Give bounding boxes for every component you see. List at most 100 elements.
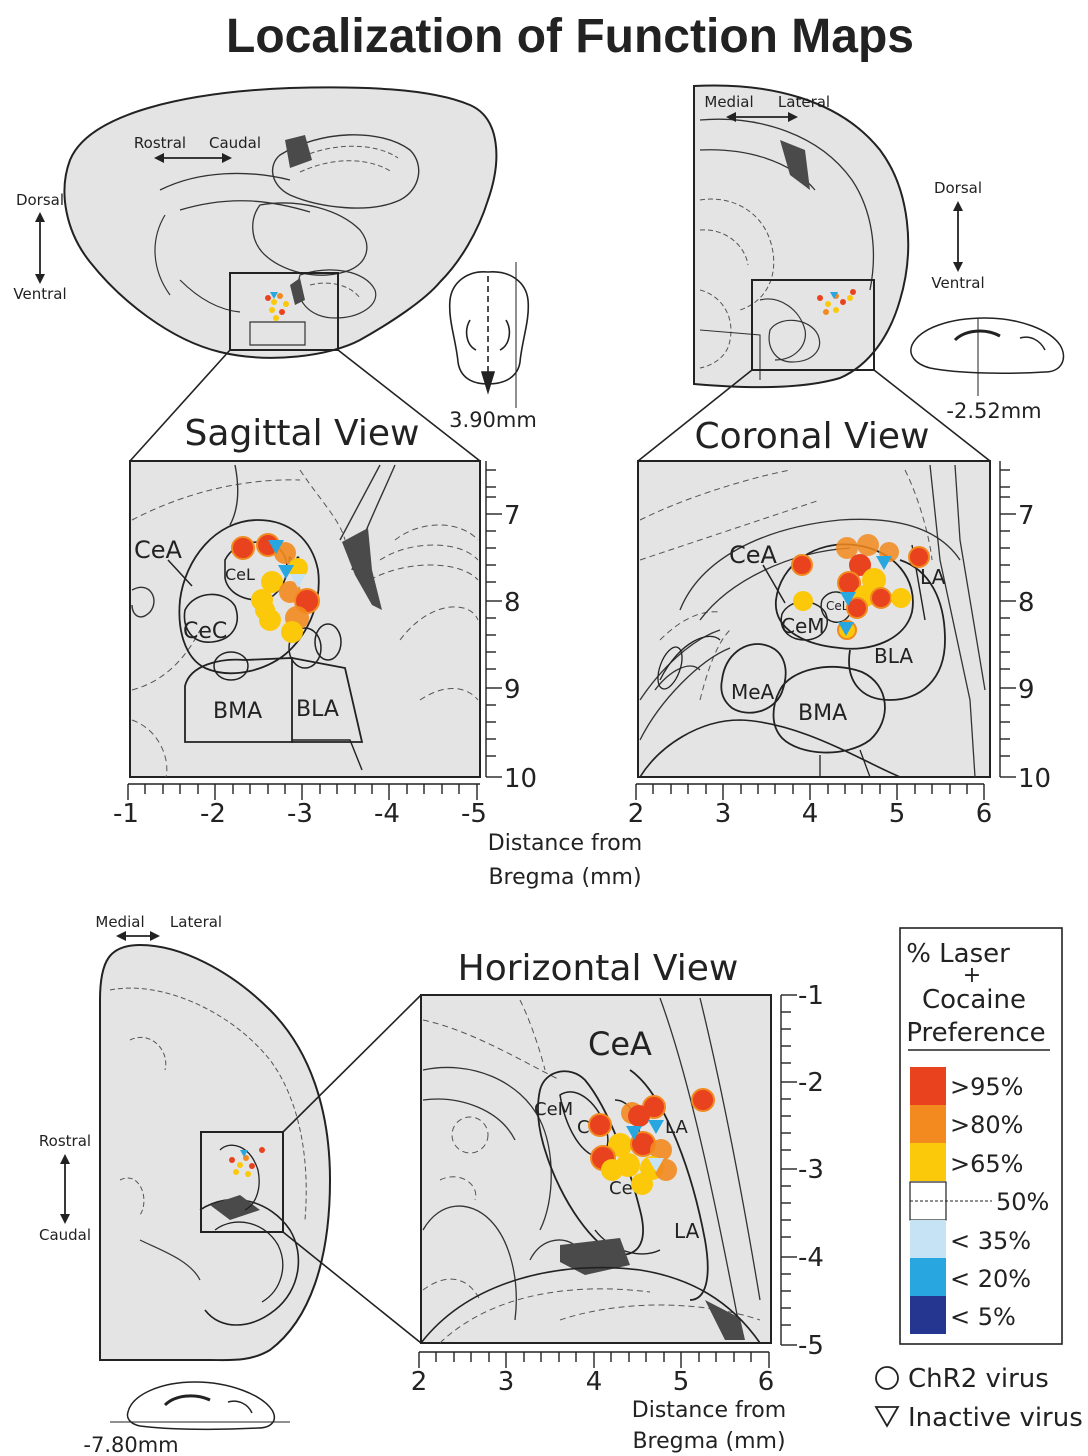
horizontal-medial-label: Medial — [95, 913, 144, 931]
sagittal-caudal-label: Caudal — [209, 134, 261, 152]
horizontal-label-cea: CeA — [588, 1025, 652, 1063]
legend-swatch-95 — [910, 1067, 946, 1105]
sagittal-x-tick: -3 — [287, 799, 313, 829]
legend-swatch-65 — [910, 1143, 946, 1181]
sagittal-marker — [281, 621, 303, 643]
sagittal-y-axis — [486, 461, 502, 777]
legend-swatch-20 — [910, 1258, 946, 1296]
top-axis-label-line1: Distance from — [488, 831, 642, 856]
horizontal-x-tick: 5 — [673, 1367, 690, 1397]
sagittal-x-tick: -1 — [113, 799, 139, 829]
coronal-inset: CeA CeL CeM LA BLA MeA BMA — [638, 461, 990, 777]
coronal-x-tick: 3 — [715, 799, 732, 829]
legend-title-1: % Laser — [906, 939, 1010, 969]
bottom-axis-label-line2: Bregma (mm) — [632, 1429, 785, 1454]
horizontal-label-cem: CeM — [534, 1099, 573, 1120]
coronal-x-tick: 6 — [976, 799, 993, 829]
coronal-ventral-label: Ventral — [931, 274, 984, 292]
horizontal-x-tick: 4 — [586, 1367, 603, 1397]
sagittal-ventral-label: Ventral — [13, 285, 66, 303]
sagittal-marker — [255, 600, 275, 620]
horizontal-vertical-arrow — [60, 1154, 70, 1224]
sagittal-brain-outline — [64, 87, 496, 357]
coronal-y-tick: 10 — [1018, 764, 1051, 794]
horizontal-inset: CeA CeM C LA CeC LA — [421, 995, 771, 1343]
horizontal-marker — [692, 1089, 714, 1111]
sagittal-y-tick: 10 — [504, 764, 537, 794]
coronal-label-cem: CeM — [781, 614, 825, 638]
coronal-label-cea: CeA — [729, 541, 778, 569]
legend-label: < 5% — [950, 1303, 1016, 1331]
coronal-vertical-arrow — [953, 201, 963, 272]
sagittal-label-bla: BLA — [296, 697, 339, 722]
symbol-circle-label: ChR2 virus — [908, 1364, 1049, 1394]
horizontal-brain-reference-icon — [110, 1382, 290, 1429]
coronal-y-axis — [1000, 461, 1016, 777]
coronal-label-mea: MeA — [731, 680, 775, 704]
coronal-medial-label: Medial — [704, 93, 753, 111]
sagittal-coordinate: 3.90mm — [449, 408, 537, 432]
sagittal-dorsal-label: Dorsal — [16, 191, 64, 209]
sagittal-y-tick: 9 — [504, 675, 521, 705]
top-axis-label-line2: Bregma (mm) — [488, 865, 641, 890]
coronal-x-axis — [636, 784, 984, 800]
sagittal-marker — [232, 537, 254, 559]
symbol-triangle-label: Inactive virus — [908, 1403, 1083, 1433]
coronal-title: Coronal View — [695, 416, 930, 457]
sagittal-rostral-label: Rostral — [134, 134, 186, 152]
coronal-brain-outline — [694, 85, 908, 387]
sagittal-x-tick: -2 — [200, 799, 226, 829]
legend-swatch-80 — [910, 1105, 946, 1143]
coronal-label-la: LA — [920, 565, 946, 589]
circle-symbol-icon — [876, 1367, 898, 1389]
horizontal-rostral-label: Rostral — [39, 1132, 91, 1150]
horizontal-y-tick: -4 — [798, 1243, 824, 1273]
legend-label: < 35% — [950, 1227, 1031, 1255]
horizontal-horizontal-arrow — [116, 931, 160, 941]
sagittal-label-bma: BMA — [213, 699, 262, 724]
sagittal-label-cea: CeA — [134, 536, 183, 564]
sagittal-y-tick: 8 — [504, 588, 521, 618]
bottom-axis-label-line1: Distance from — [632, 1398, 786, 1423]
coronal-label-bma: BMA — [798, 701, 847, 726]
symbol-key: ChR2 virus Inactive virus — [876, 1364, 1083, 1433]
coronal-marker — [792, 555, 812, 575]
horizontal-label-la: LA — [674, 1219, 700, 1243]
sagittal-y-tick: 7 — [504, 501, 521, 531]
sagittal-overview: Rostral Caudal Dorsal Ventral 3.90mm — [13, 87, 536, 432]
triangle-symbol-icon — [876, 1407, 898, 1426]
coronal-y-tick: 9 — [1018, 675, 1035, 705]
coronal-marker — [857, 534, 879, 556]
sagittal-vertical-arrow — [35, 212, 45, 284]
coronal-x-tick: 5 — [889, 799, 906, 829]
sagittal-label-cel: CeL — [225, 565, 255, 584]
horizontal-y-axis — [781, 995, 797, 1345]
coronal-dorsal-label: Dorsal — [934, 179, 982, 197]
legend-title-2: Cocaine — [922, 985, 1026, 1015]
sagittal-x-tick: -5 — [461, 799, 487, 829]
horizontal-x-tick: 2 — [411, 1367, 428, 1397]
horizontal-overview: Medial Lateral Rostral Caudal -7.80mm — [39, 913, 330, 1456]
horizontal-lateral-label: Lateral — [170, 913, 222, 931]
horizontal-marker — [601, 1159, 623, 1181]
sagittal-label-cec: CeC — [183, 619, 227, 644]
figure-title: Localization of Function Maps — [226, 10, 914, 63]
legend-label: 50% — [996, 1188, 1049, 1216]
legend-swatch-5 — [910, 1296, 946, 1334]
legend-title-3: Preference — [906, 1018, 1045, 1048]
horizontal-y-tick: -1 — [798, 981, 824, 1011]
sagittal-x-tick: -4 — [374, 799, 400, 829]
horizontal-x-axis — [419, 1352, 769, 1368]
horizontal-y-tick: -5 — [798, 1331, 824, 1361]
horizontal-y-tick: -2 — [798, 1068, 824, 1098]
coronal-marker — [891, 588, 911, 608]
coronal-lateral-label: Lateral — [778, 93, 830, 111]
legend-label: >80% — [950, 1111, 1023, 1139]
sagittal-brain-reference-icon — [450, 262, 529, 408]
horizontal-x-tick: 3 — [498, 1367, 515, 1397]
horizontal-coordinate: -7.80mm — [83, 1433, 178, 1456]
legend-label: >65% — [950, 1150, 1023, 1178]
horizontal-x-tick: 6 — [758, 1367, 775, 1397]
coronal-y-tick: 7 — [1018, 501, 1035, 531]
horizontal-marker — [628, 1105, 650, 1127]
